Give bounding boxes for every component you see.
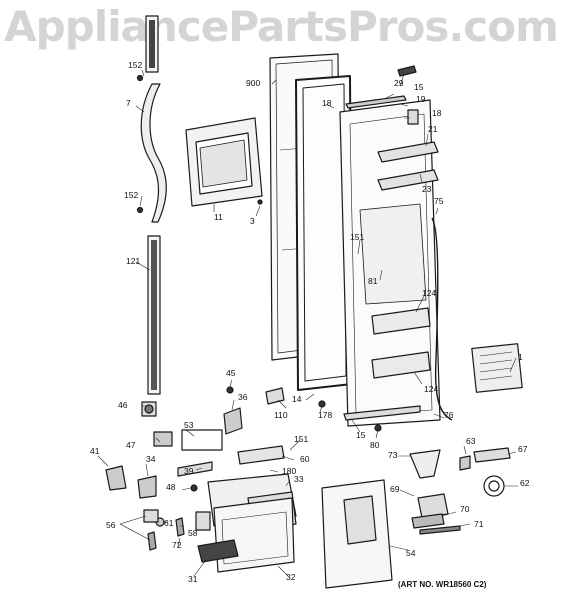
callout-180: 180: [282, 466, 296, 476]
callout-60: 60: [300, 454, 310, 464]
trim-19: [345, 95, 407, 109]
callout-45: 45: [226, 368, 236, 378]
bracket-18: [407, 109, 419, 125]
callout-72: 72: [172, 540, 182, 550]
callout-31: 31: [188, 574, 198, 584]
trim-15-bottom: [343, 405, 421, 421]
shelf-21: [377, 141, 439, 163]
callout-19: 19: [416, 94, 426, 104]
callout-18: 18: [322, 98, 332, 108]
plate-53: [181, 429, 223, 451]
callout-178: 178: [318, 410, 332, 420]
callout-75: 75: [434, 196, 444, 206]
callout-34: 34: [146, 454, 156, 464]
callout-15: 15: [356, 430, 366, 440]
shelf-23: [377, 169, 439, 191]
part-47: [153, 431, 173, 447]
callout-29: 29: [394, 78, 404, 88]
part-45: [226, 386, 234, 394]
callout-67: 67: [518, 444, 528, 454]
callout-48: 48: [166, 482, 176, 492]
callout-63: 63: [466, 436, 476, 446]
callout-152: 152: [124, 190, 138, 200]
callout-70: 70: [460, 504, 470, 514]
callout-151: 151: [294, 434, 308, 444]
screw-152-lower: [136, 206, 144, 214]
callout-62: 62: [520, 478, 530, 488]
part-56: [143, 509, 159, 523]
callout-21: 21: [428, 124, 438, 134]
callout-54: 54: [406, 548, 416, 558]
callout-900: 900: [246, 78, 260, 88]
drip-tray-31: [197, 539, 239, 563]
handle-60: [237, 445, 285, 465]
callout-11: 11: [214, 212, 223, 222]
callout-32: 32: [286, 572, 296, 582]
callout-41: 41: [90, 446, 100, 456]
callout-81: 81: [368, 276, 378, 286]
callout-110: 110: [274, 410, 288, 420]
callout-3: 3: [250, 216, 255, 226]
watermark-text: AppliancePartsPros.com: [4, 2, 559, 51]
part-63: [459, 455, 471, 471]
callout-71: 71: [474, 519, 484, 529]
ice-container: [213, 497, 295, 573]
part-41: [105, 465, 127, 491]
callout-56: 56: [106, 520, 116, 530]
callout-46: 46: [118, 400, 128, 410]
part-48: [190, 484, 198, 492]
callout-33: 33: [294, 474, 304, 484]
callout-73: 73: [388, 450, 398, 460]
callout-152: 152: [128, 60, 142, 70]
screw-152-upper: [136, 74, 144, 82]
leader-lines: [97, 69, 518, 577]
art-number: (ART NO. WR18560 C2): [398, 580, 487, 589]
callout-80: 80: [370, 440, 380, 450]
callout-7: 7: [126, 98, 131, 108]
callout-18: 18: [432, 108, 442, 118]
callout-23: 23: [422, 184, 432, 194]
callout-58: 58: [188, 528, 198, 538]
part-56b: [147, 531, 157, 551]
handle: [140, 83, 167, 223]
callout-47: 47: [126, 440, 136, 450]
part-72: [175, 517, 185, 537]
part-58: [195, 511, 211, 531]
lever-70: [411, 513, 445, 529]
bin-124-upper: [371, 307, 431, 335]
callout-1: 1: [518, 352, 523, 362]
part-110: [265, 387, 285, 405]
part-29: [397, 65, 417, 77]
part-178: [318, 400, 326, 408]
part-39: [177, 461, 213, 477]
instruction-card: [471, 343, 523, 393]
callout-39: 39: [184, 466, 194, 476]
part-34: [137, 475, 157, 499]
callout-61: 61: [164, 518, 174, 528]
callout-124: 124: [424, 384, 438, 394]
chute-73: [409, 449, 441, 479]
bin-124-lower: [371, 351, 431, 379]
callout-15: 15: [414, 82, 424, 92]
switch-36: [223, 407, 243, 435]
callout-69: 69: [390, 484, 400, 494]
callout-14: 14: [292, 394, 302, 404]
bracket-67: [473, 447, 511, 463]
callout-124: 124: [422, 288, 436, 298]
part-71: [419, 525, 461, 535]
callout-36: 36: [238, 392, 248, 402]
callout-121: 121: [126, 256, 140, 266]
callout-76: 76: [444, 410, 454, 420]
callout-53: 53: [184, 420, 194, 430]
callout-151: 151: [350, 232, 364, 242]
part-69: [417, 493, 449, 519]
wire-harness: [431, 217, 453, 421]
